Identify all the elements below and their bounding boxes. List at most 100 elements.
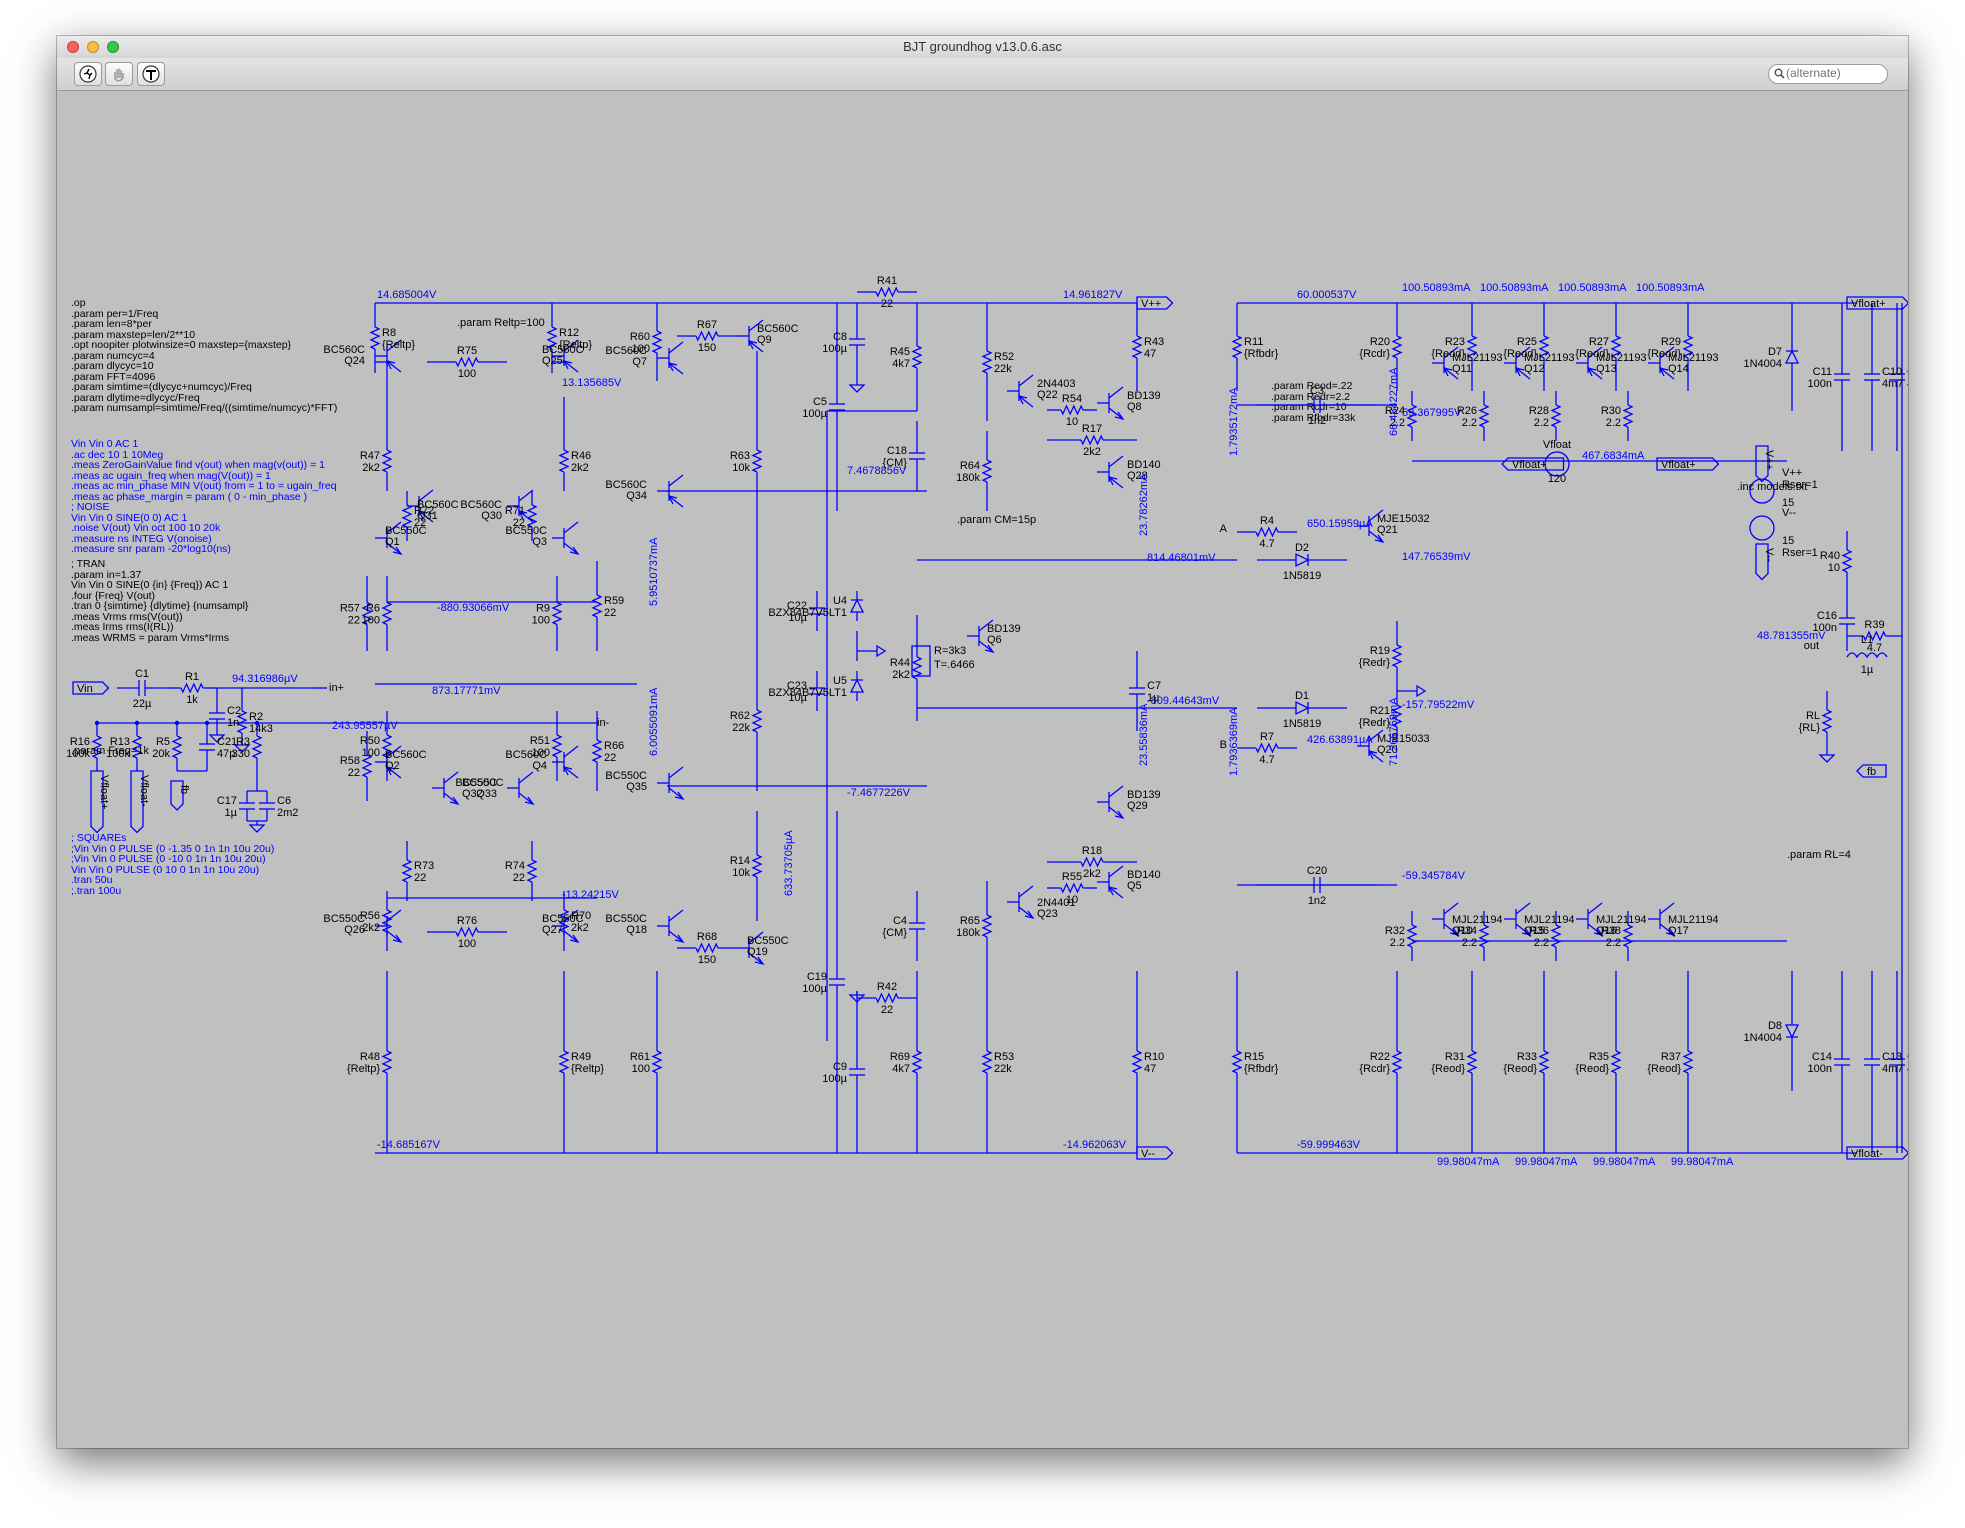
resistor-r32[interactable] [1406, 924, 1418, 948]
search-input[interactable] [1786, 66, 1882, 80]
search-field[interactable] [1768, 64, 1888, 84]
spice-directive-line[interactable]: .tran 0 {simtime} {dlytime} {numsampl} [71, 600, 249, 612]
resistor-r9[interactable] [551, 601, 563, 626]
resistor-r40[interactable] [1841, 549, 1853, 573]
resistor-rl[interactable] [1821, 709, 1833, 733]
resistor-r19[interactable] [1391, 644, 1403, 668]
resistor-r66[interactable] [591, 739, 603, 763]
spice-directive-line[interactable]: .param Rcdr=10 [1271, 401, 1347, 413]
spice-directive-line[interactable]: Vin Vin 0 AC 1 [71, 438, 139, 450]
resistor-r23[interactable] [1466, 335, 1478, 359]
spice-directive-line[interactable]: .measure ns INTEG V(onoise) [71, 532, 212, 545]
spice-directive-line[interactable]: ;.tran 100u [71, 884, 122, 897]
spice-directive-line[interactable]: .noise V(out) Vin oct 100 10 20k [71, 522, 221, 534]
resistor-r76[interactable] [455, 926, 479, 938]
resistor-r6[interactable] [381, 601, 393, 626]
resistor-r68[interactable] [695, 942, 719, 954]
net-flag-vfloat-[interactable] [130, 770, 144, 834]
net-flag-v-[interactable] [1755, 445, 1769, 483]
resistor-r29[interactable] [1682, 335, 1694, 359]
spice-directive-line[interactable]: ;Vin Vin 0 PULSE (0 -10 0 1n 1n 10u 20u) [71, 853, 266, 865]
current-source-i1[interactable] [1544, 451, 1570, 477]
spice-directive-line[interactable]: ; TRAN [71, 558, 106, 570]
resistor-r63[interactable] [751, 449, 763, 473]
zoom-window-button[interactable] [107, 41, 119, 53]
spice-directive-line[interactable]: .param Rfbdr=33k [1271, 411, 1356, 424]
resistor-r27[interactable] [1610, 335, 1622, 359]
resistor-r62[interactable] [751, 709, 763, 733]
run-button[interactable] [74, 62, 102, 86]
net-flag-vfloat-[interactable] [1846, 296, 1908, 310]
components[interactable] [72, 286, 1908, 1160]
resistor-r17[interactable] [1080, 434, 1104, 446]
resistor-r5[interactable] [171, 735, 183, 759]
resistor-r12[interactable] [546, 326, 558, 350]
spice-directive-line[interactable]: .meas ac phase_margin = param ( 0 - min_… [71, 490, 308, 503]
resistor-r57[interactable] [361, 601, 373, 626]
resistor-r61[interactable] [651, 1050, 663, 1074]
spice-directive-line[interactable]: .param dlycyc=10 [71, 360, 154, 372]
spice-directive-line[interactable]: .opt noopiter plotwinsize=0 maxstep={max… [71, 339, 292, 351]
probe-button[interactable] [137, 62, 165, 86]
resistor-r75[interactable] [455, 356, 479, 368]
voltage-source-vpp[interactable] [1749, 478, 1775, 504]
resistor-r1[interactable] [180, 682, 204, 694]
net-flag-fb[interactable] [1856, 764, 1887, 778]
resistor-r64[interactable] [981, 459, 993, 483]
spice-directive-line[interactable]: .param FFT=4096 [71, 370, 156, 383]
spice-directive-line[interactable]: .meas ZeroGainValue find v(out) when mag… [71, 459, 325, 471]
resistor-r16[interactable] [91, 735, 103, 759]
spice-directive-line[interactable]: .four {Freq} V(out) [71, 589, 156, 602]
resistor-r51[interactable] [551, 734, 563, 758]
resistor-r30[interactable] [1622, 404, 1634, 428]
spice-directive-line[interactable]: Vin Vin 0 PULSE (0 10 0 1n 1n 10u 20u) [71, 863, 260, 876]
minimize-window-button[interactable] [87, 41, 99, 53]
spice-directive-line[interactable]: .meas Vrms rms(V(out)) [71, 610, 183, 623]
resistor-r21[interactable] [1391, 704, 1403, 728]
diode-d1[interactable] [1295, 700, 1310, 716]
inductor-l1[interactable] [1846, 652, 1888, 659]
resistor-r37[interactable] [1682, 1050, 1694, 1074]
spice-directive-line[interactable]: Vin Vin 0 SINE(0 {in} {Freq}) AC 1 [71, 579, 229, 591]
spice-directive-line[interactable]: .meas WRMS = param Vrms*Irms [71, 631, 230, 644]
spice-directive-line[interactable]: ; NOISE [71, 501, 110, 513]
resistor-r22[interactable] [1391, 1050, 1403, 1074]
resistor-r20[interactable] [1391, 335, 1403, 359]
resistor-r49[interactable] [558, 1050, 570, 1074]
spice-directive-line[interactable]: .ac dec 10 1 10Meg [71, 448, 164, 461]
resistor-r35[interactable] [1610, 1050, 1622, 1074]
resistor-r39[interactable] [1862, 630, 1887, 642]
resistor-r11[interactable] [1231, 335, 1243, 359]
spice-directive-line[interactable]: .param simtime=(dlycyc+numcyc)/Freq [71, 381, 252, 393]
resistor-r72[interactable] [401, 504, 413, 528]
spice-directive-line[interactable]: .meas Irms rms(I(RL)) [71, 621, 174, 633]
spice-directive-line[interactable]: ;Vin Vin 0 PULSE (0 -1.35 0 1n 1n 10u 20… [71, 842, 275, 855]
resistor-r45[interactable] [911, 345, 923, 369]
resistor-r18[interactable] [1080, 856, 1104, 868]
resistor-r10[interactable] [1131, 1050, 1143, 1074]
spice-directive-line[interactable]: Vin Vin 0 SINE(0 0) AC 1 [71, 511, 188, 524]
net-flag-fb[interactable] [170, 780, 184, 811]
resistor-r65[interactable] [981, 914, 993, 938]
spice-directive-line[interactable]: .tran 50u [71, 874, 113, 886]
diode-u5[interactable] [849, 678, 865, 693]
resistor-r53[interactable] [981, 1050, 993, 1074]
resistor-r69[interactable] [911, 1050, 923, 1074]
resistor-r52[interactable] [981, 350, 993, 374]
resistor-r24[interactable] [1406, 404, 1418, 428]
resistor-r43[interactable] [1131, 335, 1143, 359]
spice-directive-line[interactable]: .param numsampl=simtime/Freq/((simtime/n… [71, 402, 338, 414]
resistor-r41[interactable] [875, 286, 899, 298]
diode-d2[interactable] [1295, 552, 1310, 568]
resistor-r50[interactable] [381, 734, 393, 758]
net-flag-vfloat-[interactable] [1656, 457, 1720, 471]
resistor-r15[interactable] [1231, 1050, 1243, 1074]
resistor-r28[interactable] [1550, 404, 1562, 428]
spice-directive-line[interactable]: .param in=1.37 [71, 568, 142, 581]
resistor-r3[interactable] [251, 735, 263, 759]
resistor-r34[interactable] [1478, 924, 1490, 948]
spice-directive-line[interactable]: .param Redr=2.2 [1271, 390, 1351, 403]
schematic-canvas[interactable]: .op.param per=1/Freq.param len=8*per.par… [57, 91, 1908, 1448]
resistor-r8[interactable] [369, 326, 381, 350]
